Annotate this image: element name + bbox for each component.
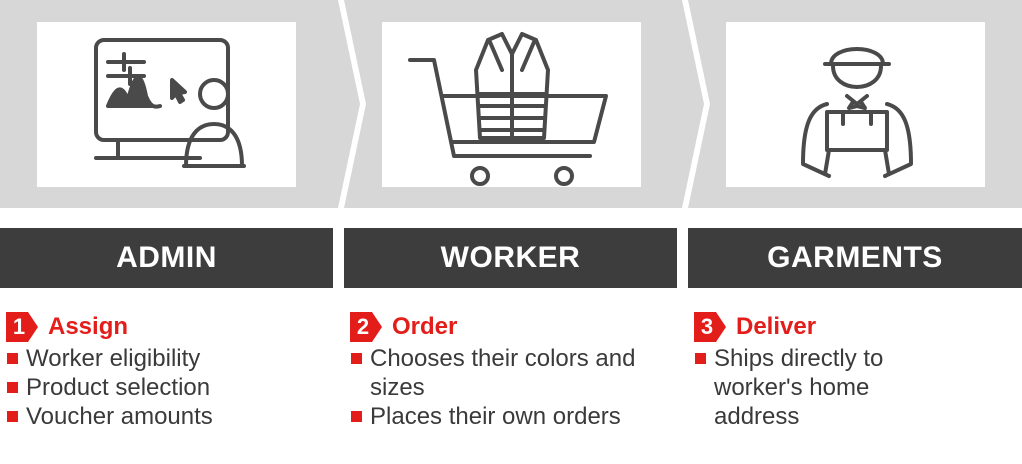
admin-computer-icon [94, 38, 246, 168]
step-heading-deliver: 3 Deliver [694, 310, 816, 344]
step-number-badge: 2 [350, 312, 384, 342]
bullet-square-icon [7, 382, 18, 393]
column-header-garments: GARMENTS [688, 228, 1022, 288]
step-number-badge: 1 [6, 312, 40, 342]
bullet-square-icon [7, 353, 18, 364]
chevron-right-icon [333, 0, 373, 208]
step-number: 2 [356, 314, 370, 339]
list-item: Chooses their colors and sizes [350, 344, 650, 402]
bullet-square-icon [351, 411, 362, 422]
step-number: 3 [700, 314, 714, 339]
chevron-right-icon [677, 0, 717, 208]
shopping-cart-vest-icon [408, 32, 608, 186]
list-item: Product selection [6, 373, 326, 402]
step-title: Assign [48, 313, 129, 340]
step-heading-assign: 1 Assign [6, 310, 128, 344]
list-item: Places their own orders [350, 402, 650, 431]
bullet-square-icon [7, 411, 18, 422]
list-item: Worker eligibility [6, 344, 326, 373]
list-item: Ships directly to worker's home address [694, 344, 944, 431]
list-item: Voucher amounts [6, 402, 326, 431]
worker-bullet-list: Chooses their colors and sizes Places th… [350, 344, 650, 431]
delivery-person-icon [801, 47, 913, 178]
step-heading-order: 2 Order [350, 310, 457, 344]
step-number: 1 [12, 314, 26, 339]
step-number-badge: 3 [694, 312, 728, 342]
column-header-admin: ADMIN [0, 228, 333, 288]
admin-bullet-list: Worker eligibility Product selection Vou… [6, 344, 326, 431]
step-title: Order [392, 313, 458, 340]
bullet-square-icon [695, 353, 706, 364]
column-header-worker: WORKER [344, 228, 677, 288]
bullet-square-icon [351, 353, 362, 364]
step-title: Deliver [736, 313, 817, 340]
garments-bullet-list: Ships directly to worker's home address [694, 344, 944, 431]
